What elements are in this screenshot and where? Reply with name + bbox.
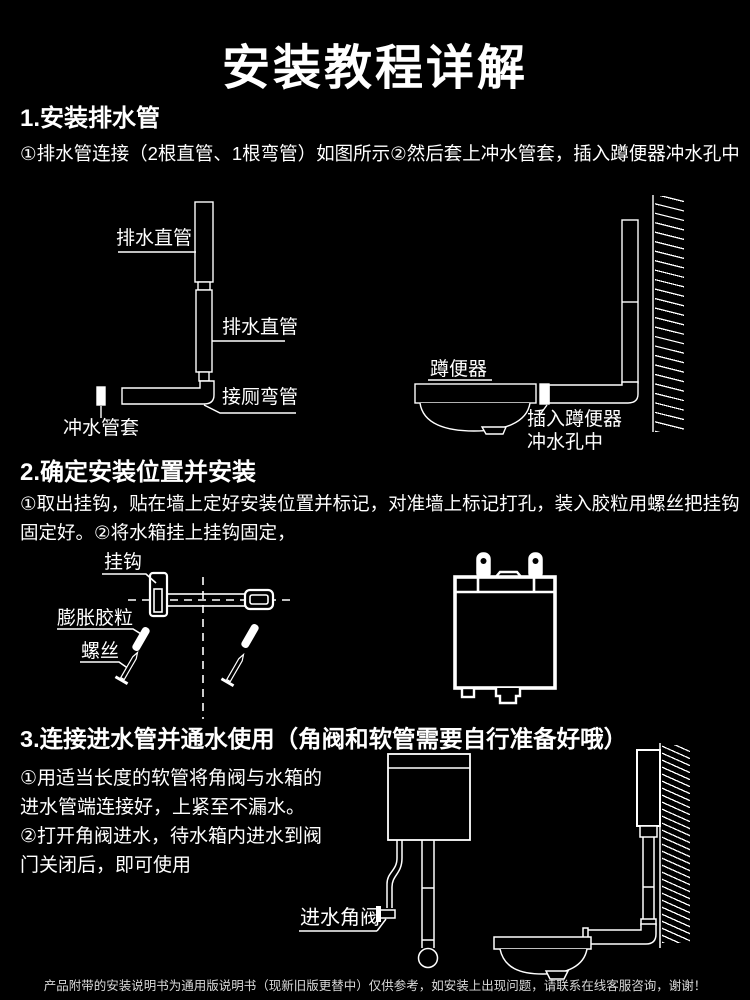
hook-mounting-diagram [57, 571, 290, 719]
wall-hatching-section1 [655, 196, 684, 432]
tank-front-diagram [453, 552, 557, 705]
side-installation-diagram [493, 743, 661, 980]
expansion-anchor-right [241, 624, 259, 648]
screw-right [220, 652, 245, 688]
squat-toilet-connection-diagram [414, 195, 654, 435]
wall-hatching-section3 [662, 745, 690, 943]
screw-left [114, 650, 139, 686]
tank-hose-valve-diagram [299, 753, 471, 969]
drain-pipes-diagram [96, 201, 296, 418]
page-title: 安装教程详解 [221, 42, 528, 95]
expansion-anchor-left [132, 627, 150, 651]
footer-disclaimer: 产品附带的安装说明书为通用版说明书（现新旧版更替中）仅供参考，如安装上出现问题，… [43, 979, 707, 993]
